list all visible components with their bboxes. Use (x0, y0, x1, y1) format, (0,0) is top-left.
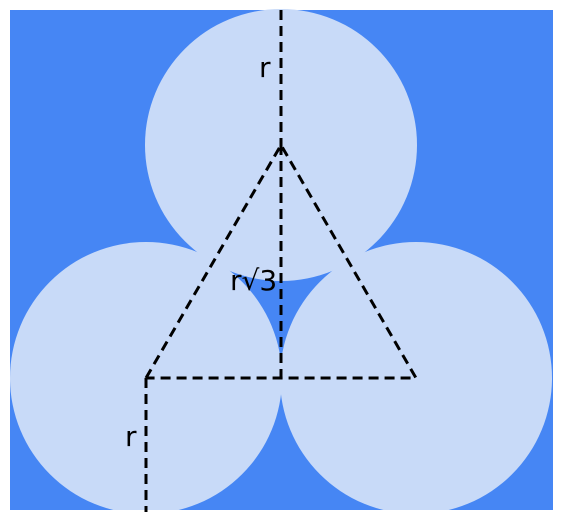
height-label: r√3 (230, 264, 277, 297)
bottom-right-circle (280, 242, 552, 514)
top-radius-label: r (259, 51, 271, 84)
bottom-radius-label: r (125, 420, 137, 453)
bottom-white-strip (0, 510, 562, 522)
